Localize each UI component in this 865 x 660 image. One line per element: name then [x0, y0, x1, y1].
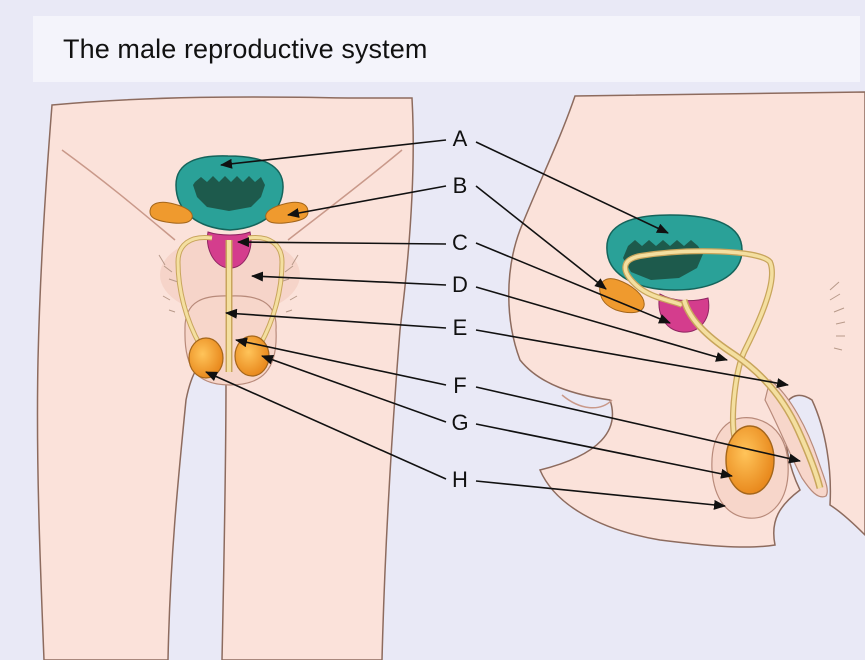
side-hair: [829, 281, 846, 351]
arrow-e-front: [225, 308, 447, 329]
label-h: H: [452, 467, 468, 492]
arrow-f-front: [235, 337, 447, 386]
arrow-d-front: [251, 271, 447, 286]
arrow-a-front: [220, 139, 447, 169]
arrow-a-side: [475, 141, 669, 234]
label-f: F: [453, 373, 466, 398]
arrow-c-front: [237, 237, 447, 248]
arrow-f-side: [475, 386, 801, 464]
front-seminal-vesicle-left: [149, 201, 193, 224]
leader-arrows: [205, 139, 801, 510]
label-a: A: [453, 126, 468, 151]
front-left-groin-crease: [61, 149, 176, 241]
arrow-d-side: [475, 286, 728, 362]
arrow-e-side: [475, 329, 789, 389]
front-bladder-lumen: [193, 176, 265, 211]
front-vas-deferens-right-inner: [247, 235, 284, 346]
arrow-c-side: [475, 242, 671, 324]
front-view: [36, 96, 414, 660]
front-vas-deferens-left-inner: [176, 235, 213, 346]
label-d: D: [452, 272, 468, 297]
label-group: A B C D E F G H: [451, 126, 468, 492]
front-right-groin-crease: [287, 149, 403, 241]
front-seminal-vesicle-right: [265, 201, 309, 224]
front-hair: [158, 254, 299, 313]
label-b: B: [453, 173, 468, 198]
side-urethra-inner: [682, 299, 822, 489]
diagram-title: The male reproductive system: [63, 33, 428, 64]
side-seminal-vesicle: [599, 278, 645, 314]
label-e: E: [453, 315, 468, 340]
title-banner: The male reproductive system: [33, 16, 860, 82]
arrow-b-side: [475, 185, 607, 290]
arrow-h-side: [475, 480, 726, 510]
label-c: C: [452, 230, 468, 255]
side-buttock-crease: [561, 394, 613, 409]
arrow-g-front: [261, 355, 447, 423]
label-g: G: [451, 410, 468, 435]
side-view: [508, 91, 865, 548]
arrow-b-front: [287, 185, 447, 218]
arrow-g-side: [475, 423, 733, 479]
arrow-h-front: [205, 371, 447, 480]
side-testis: [725, 425, 775, 495]
